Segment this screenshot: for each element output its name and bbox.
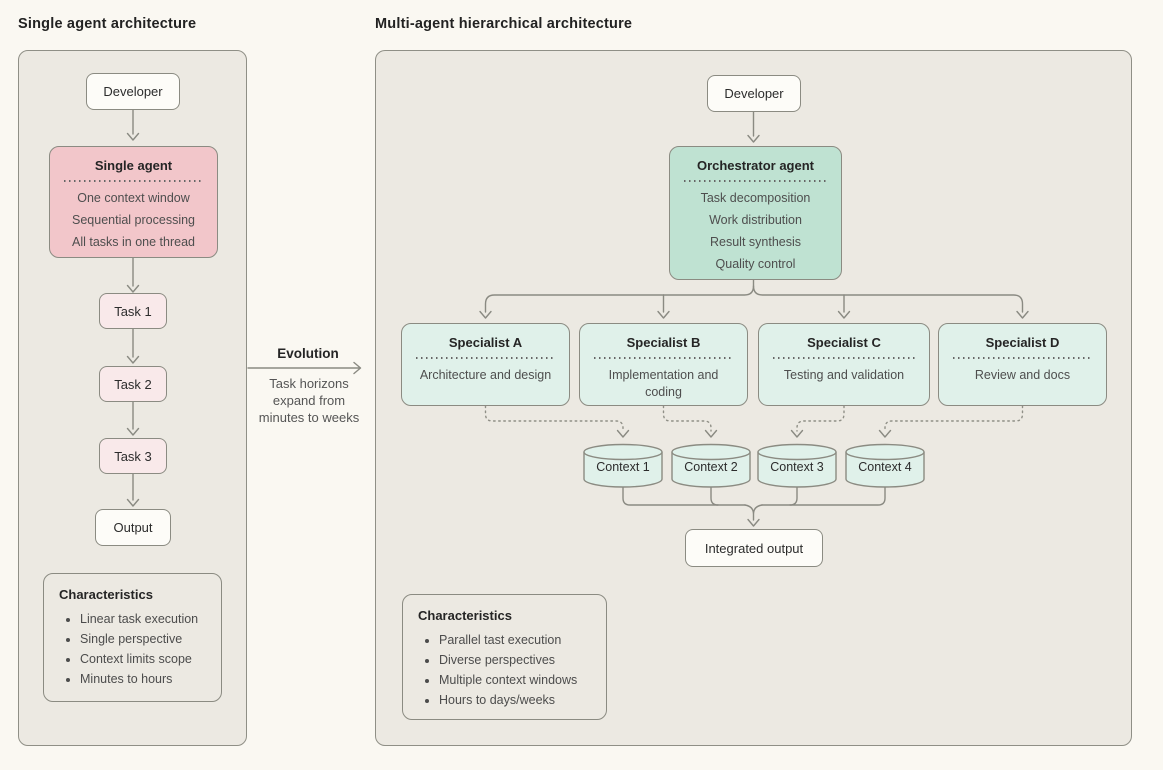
left-developer-label: Developer bbox=[103, 84, 163, 99]
evolution-arrow bbox=[247, 361, 362, 375]
evolution-description: Task horizons expand from minutes to wee… bbox=[258, 376, 360, 425]
specialist-a-node: Specialist A Architecture and design bbox=[401, 323, 570, 406]
characteristic-item: Context limits scope bbox=[80, 649, 213, 669]
right-characteristics-title: Characteristics bbox=[418, 608, 512, 623]
task1-label: Task 1 bbox=[114, 303, 152, 319]
orchestrator-items: Task decomposition Work distribution Res… bbox=[670, 187, 841, 275]
specialist-a-description: Architecture and design bbox=[419, 368, 552, 382]
characteristic-item: Multiple context windows bbox=[439, 670, 598, 690]
single-agent-node-title: Single agent bbox=[94, 158, 173, 173]
specialist-d-description: Review and docs bbox=[974, 368, 1071, 382]
right-characteristics-list: Parallel tast execution Diverse perspect… bbox=[418, 630, 598, 710]
characteristic-item: Diverse perspectives bbox=[439, 650, 598, 670]
specialist-b-node: Specialist B Implementation and coding bbox=[579, 323, 748, 406]
characteristic-item: Parallel tast execution bbox=[439, 630, 598, 650]
specialist-c-title: Specialist C bbox=[807, 335, 881, 350]
dotted-separator bbox=[64, 180, 203, 182]
characteristic-item: Hours to days/weeks bbox=[439, 690, 598, 710]
cylinder-shape bbox=[845, 443, 925, 488]
characteristic-item: Linear task execution bbox=[80, 609, 213, 629]
context4-cylinder: Context 4 bbox=[845, 443, 925, 489]
left-characteristics-title: Characteristics bbox=[59, 587, 153, 602]
context1-cylinder: Context 1 bbox=[583, 443, 663, 489]
orchestrator-item: Work distribution bbox=[709, 213, 802, 227]
context2-label: Context 2 bbox=[684, 460, 738, 474]
right-developer-label: Developer bbox=[724, 86, 784, 101]
right-characteristics-card: Characteristics Parallel tast execution … bbox=[402, 594, 607, 720]
orchestrator-title: Orchestrator agent bbox=[696, 158, 815, 173]
specialist-c-description: Testing and validation bbox=[783, 368, 905, 382]
task1-node: Task 1 bbox=[99, 293, 167, 329]
dotted-separator bbox=[416, 357, 555, 359]
specialist-a-title: Specialist A bbox=[448, 335, 523, 350]
single-agent-item: One context window bbox=[77, 191, 190, 205]
orchestrator-item: Task decomposition bbox=[700, 191, 811, 205]
output-label: Output bbox=[113, 520, 153, 535]
context2-cylinder: Context 2 bbox=[671, 443, 751, 489]
output-node: Output bbox=[95, 509, 171, 546]
single-agent-item: Sequential processing bbox=[72, 213, 195, 227]
orchestrator-node: Orchestrator agent Task decomposition Wo… bbox=[669, 146, 842, 280]
multi-agent-title: Multi-agent hierarchical architecture bbox=[375, 16, 633, 32]
task3-node: Task 3 bbox=[99, 438, 167, 474]
left-characteristics-list: Linear task execution Single perspective… bbox=[59, 609, 213, 689]
orchestrator-item: Result synthesis bbox=[709, 235, 801, 249]
specialist-c-node: Specialist C Testing and validation bbox=[758, 323, 930, 406]
single-agent-node: Single agent One context window Sequenti… bbox=[49, 146, 218, 258]
context1-label: Context 1 bbox=[596, 460, 650, 474]
single-agent-items: One context window Sequential processing… bbox=[50, 187, 217, 253]
dotted-separator bbox=[773, 357, 915, 359]
specialist-d-node: Specialist D Review and docs bbox=[938, 323, 1107, 406]
dotted-separator bbox=[684, 180, 827, 182]
task3-label: Task 3 bbox=[114, 448, 152, 464]
single-agent-title: Single agent architecture bbox=[18, 16, 197, 32]
single-agent-item: All tasks in one thread bbox=[72, 235, 195, 249]
left-characteristics-card: Characteristics Linear task execution Si… bbox=[43, 573, 222, 702]
integrated-output-node: Integrated output bbox=[685, 529, 823, 567]
specialist-b-title: Specialist B bbox=[626, 335, 701, 350]
evolution-label: Evolution bbox=[277, 346, 339, 361]
dotted-separator bbox=[953, 357, 1092, 359]
cylinder-shape bbox=[757, 443, 837, 488]
right-developer-node: Developer bbox=[707, 75, 801, 112]
specialist-d-title: Specialist D bbox=[985, 335, 1060, 350]
integrated-output-label: Integrated output bbox=[704, 540, 804, 556]
context3-label: Context 3 bbox=[770, 460, 824, 474]
context3-cylinder: Context 3 bbox=[757, 443, 837, 489]
task2-node: Task 2 bbox=[99, 366, 167, 402]
specialist-b-description: Implementation and coding bbox=[608, 368, 719, 399]
characteristic-item: Single perspective bbox=[80, 629, 213, 649]
context4-label: Context 4 bbox=[858, 460, 912, 474]
characteristic-item: Minutes to hours bbox=[80, 669, 213, 689]
dotted-separator bbox=[594, 357, 733, 359]
left-developer-node: Developer bbox=[86, 73, 180, 110]
orchestrator-item: Quality control bbox=[715, 257, 796, 271]
task2-label: Task 2 bbox=[114, 376, 152, 392]
cylinder-shape bbox=[671, 443, 751, 488]
cylinder-shape bbox=[583, 443, 663, 488]
